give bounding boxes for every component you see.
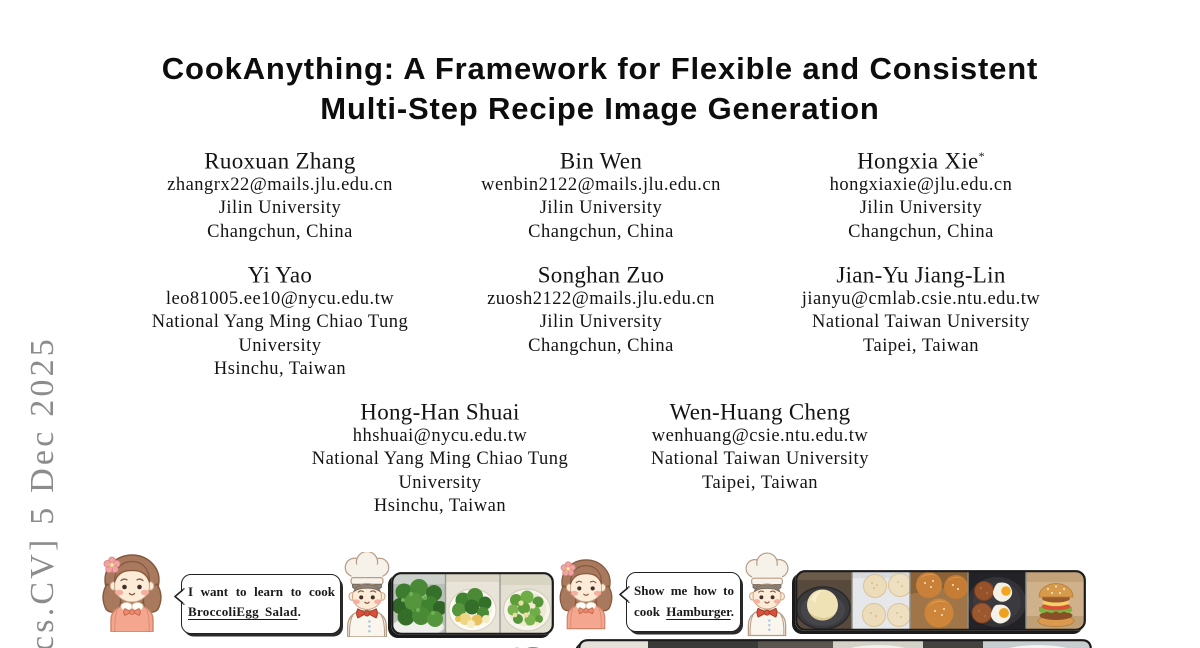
author-name: Ruoxuan Zhang: [167, 144, 393, 174]
author-name-text: Yi Yao: [247, 262, 313, 288]
step-image-hamburger: [1026, 571, 1085, 630]
author-email: leo81005.ee10@nycu.edu.tw: [165, 288, 395, 309]
title-line2: Multi-Step Recipe Image Generation: [320, 90, 880, 126]
author-affiliation: Jilin University Changchun, China: [528, 198, 674, 242]
author-email: hongxiaxie@jlu.edu.cn: [829, 174, 1013, 195]
author-name-text: Hong-Han Shuai: [360, 399, 520, 425]
author-block: Yi Yao leo81005.ee10@nycu.edu.tw Nationa…: [152, 258, 409, 382]
author-name-text: Jian-Yu Jiang-Lin: [836, 262, 1006, 288]
author-block: Bin Wen wenbin2122@mails.jlu.edu.cn Jili…: [481, 144, 721, 244]
author-affiliation: National Yang Ming Chiao Tung University…: [311, 449, 569, 517]
author-email: wenhuang@csie.ntu.edu.tw: [651, 425, 869, 446]
author-affiliation: Jilin University Changchun, China: [528, 312, 674, 356]
bowtie-icon: [356, 608, 378, 619]
recipe-steps-strip-partial: [578, 639, 1092, 648]
dialog-line: Show me how to: [634, 583, 734, 598]
flower-icon: [103, 556, 121, 574]
chef-hat-icon: [745, 552, 789, 586]
dialog-line: BroccoliEgg Salad.: [188, 602, 335, 622]
author-email: zuosh2122@mails.jlu.edu.cn: [487, 288, 715, 309]
author-name: Wen-Huang Cheng: [651, 395, 869, 425]
speech-bubble-broccoli: I want to learn to cook BroccoliEgg Sala…: [174, 574, 341, 634]
author-name-text: Hongxia Xie: [857, 148, 979, 174]
dialog-word: .: [297, 603, 302, 619]
author-name-text: Wen-Huang Cheng: [669, 399, 851, 425]
dialog-word: cook: [634, 603, 667, 619]
author-name-text: Ruoxuan Zhang: [204, 148, 356, 174]
author-email: hhshuai@nycu.edu.tw: [352, 425, 528, 446]
dialog-text: I want to learn to cook BroccoliEgg Sala…: [188, 582, 335, 621]
author-affiliation: National Taiwan University Taipei, Taiwa…: [651, 449, 869, 493]
author-affiliation: Jilin University Changchun, China: [207, 198, 353, 242]
step-image-broccoli-florets-bowl: [392, 573, 447, 634]
author-email: zhangrx22@mails.jlu.edu.cn: [167, 174, 393, 195]
step-image-broccoli-and-egg-bowl: [445, 573, 500, 634]
chef-hat-icon: [344, 550, 390, 585]
step-image-proofing-buns: [852, 571, 912, 630]
dialog-dish-name: Hamburger: [666, 603, 731, 619]
recipe-steps-images-partial: [578, 639, 1092, 648]
dialog-line: I want to learn to cook: [188, 584, 335, 599]
flower-icon: [560, 561, 576, 576]
author-block: Ruoxuan Zhang zhangrx22@mails.jlu.edu.cn…: [167, 144, 393, 244]
recipe-steps-strip-broccoli: [391, 572, 554, 635]
author-block: Wen-Huang Cheng wenhuang@csie.ntu.edu.tw…: [651, 395, 869, 495]
author-name: Jian-Yu Jiang-Lin: [802, 258, 1041, 288]
paper-title: CookAnything: A Framework for Flexible a…: [0, 49, 1200, 128]
dialog-text: Show me how to cook Hamburger.: [634, 581, 734, 622]
recipe-steps-strip-hamburger: [795, 570, 1086, 631]
girl-illustration: [559, 559, 613, 630]
chef-illustration: [344, 550, 390, 638]
speech-bubble-tail: [619, 586, 630, 603]
step-image-baked-buns: [910, 571, 968, 630]
author-block: Hongxia Xie* hongxiaxie@jlu.edu.cn Jilin…: [830, 144, 1013, 244]
author-name: Hong-Han Shuai: [312, 395, 569, 425]
author-name: Hongxia Xie*: [830, 144, 1013, 174]
author-block: Hong-Han Shuai hhshuai@nycu.edu.tw Natio…: [312, 395, 569, 519]
author-block: Jian-Yu Jiang-Lin jianyu@cmlab.csie.ntu.…: [802, 258, 1041, 358]
author-email: wenbin2122@mails.jlu.edu.cn: [481, 174, 721, 195]
author-name: Yi Yao: [152, 258, 409, 288]
step-image-broccoli-egg-salad-bowl: [500, 573, 553, 634]
girl-character-partial-icon: [508, 640, 556, 648]
chef-character-icon: [339, 550, 395, 642]
chef-character-icon: [740, 552, 794, 642]
author-affiliation: National Taiwan University Taipei, Taiwa…: [812, 312, 1030, 356]
girl-character-icon: [553, 552, 619, 637]
step-image-patties-and-eggs: [968, 571, 1026, 630]
girl-partial-illustration: [515, 647, 539, 648]
step-image-dough-ball: [796, 571, 852, 630]
arxiv-banner: cs.CV] 5 Dec 2025: [24, 335, 61, 648]
recipe-steps-images: [795, 570, 1086, 631]
author-name-text: Songhan Zuo: [537, 262, 665, 288]
recipe-steps-images: [391, 572, 554, 635]
author-mark: *: [978, 149, 985, 163]
chef-illustration: [745, 552, 789, 637]
author-block: Songhan Zuo zuosh2122@mails.jlu.edu.cn J…: [487, 258, 715, 358]
speech-bubble-hamburger: Show me how to cook Hamburger.: [619, 572, 741, 632]
title-line1: CookAnything: A Framework for Flexible a…: [161, 51, 1039, 86]
author-name: Bin Wen: [481, 144, 721, 174]
author-affiliation: Jilin University Changchun, China: [848, 198, 994, 242]
author-email: jianyu@cmlab.csie.ntu.edu.tw: [801, 288, 1041, 309]
dialog-word: .: [730, 603, 734, 619]
speech-bubble-tail: [174, 588, 185, 605]
girl-character-icon: [95, 550, 169, 637]
dialog-line: cook Hamburger.: [634, 602, 734, 623]
bowtie-icon: [756, 607, 778, 618]
dialog-dish-name: BroccoliEgg Salad: [188, 603, 298, 619]
author-affiliation: National Yang Ming Chiao Tung University…: [151, 312, 409, 380]
author-name: Songhan Zuo: [487, 258, 715, 288]
author-name-text: Bin Wen: [559, 148, 643, 174]
girl-illustration: [102, 554, 162, 633]
